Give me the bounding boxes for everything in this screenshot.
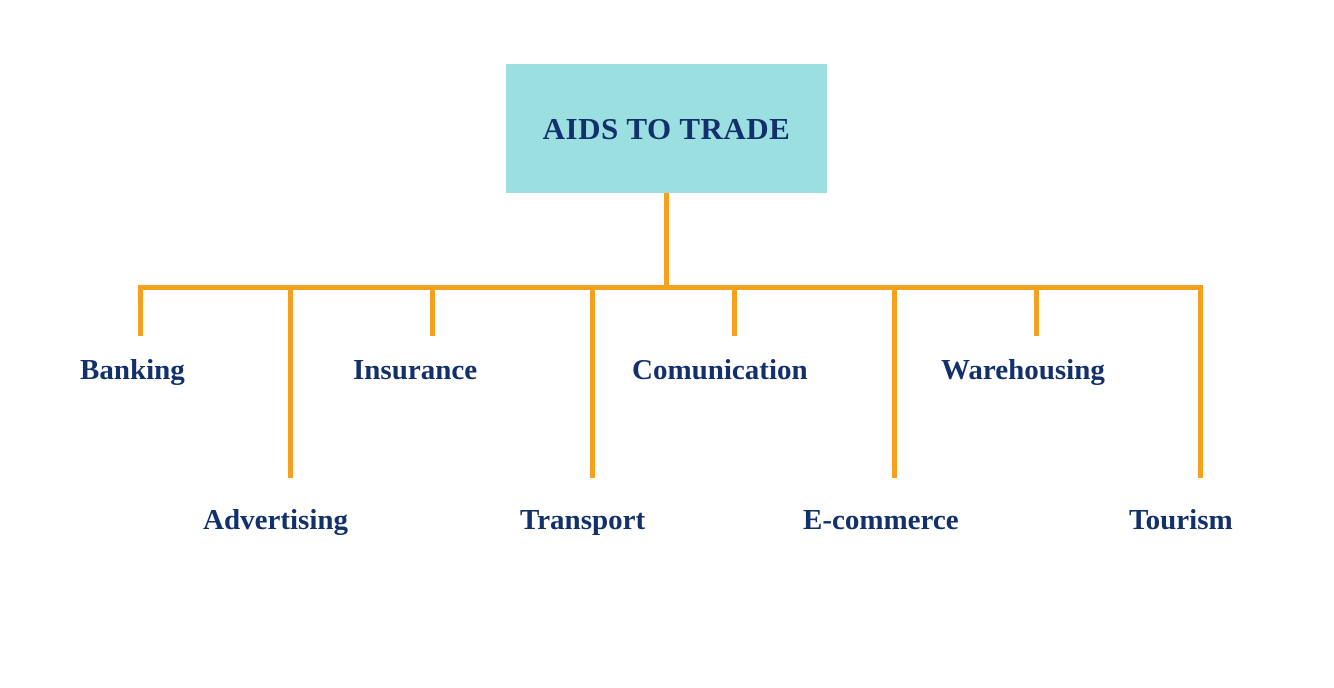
connector-stub-insurance <box>430 285 435 336</box>
connector-horizontal-bus <box>138 285 1203 290</box>
branch-label-warehousing[interactable]: Warehousing <box>941 354 1105 386</box>
connector-stub-warehousing <box>1034 285 1039 336</box>
connector-drop-tourism <box>1198 285 1203 478</box>
root-node-label: AIDS TO TRADE <box>542 110 791 146</box>
connector-drop-advertising <box>288 285 293 478</box>
connector-stub-banking <box>138 285 143 336</box>
branch-label-insurance[interactable]: Insurance <box>353 354 478 386</box>
branch-label-banking[interactable]: Banking <box>80 354 185 386</box>
connector-drop-ecommerce <box>892 285 897 478</box>
root-node-aids-to-trade[interactable]: AIDS TO TRADE <box>506 64 827 193</box>
branch-label-ecommerce[interactable]: E-commerce <box>803 504 959 536</box>
branch-label-transport[interactable]: Transport <box>520 504 646 536</box>
connector-stub-comunication <box>732 285 737 336</box>
branch-label-tourism[interactable]: Tourism <box>1129 504 1233 536</box>
connector-root-stem <box>664 193 669 288</box>
branch-label-advertising[interactable]: Advertising <box>203 504 348 536</box>
connector-drop-transport <box>590 285 595 478</box>
branch-label-comunication[interactable]: Comunication <box>632 354 808 386</box>
